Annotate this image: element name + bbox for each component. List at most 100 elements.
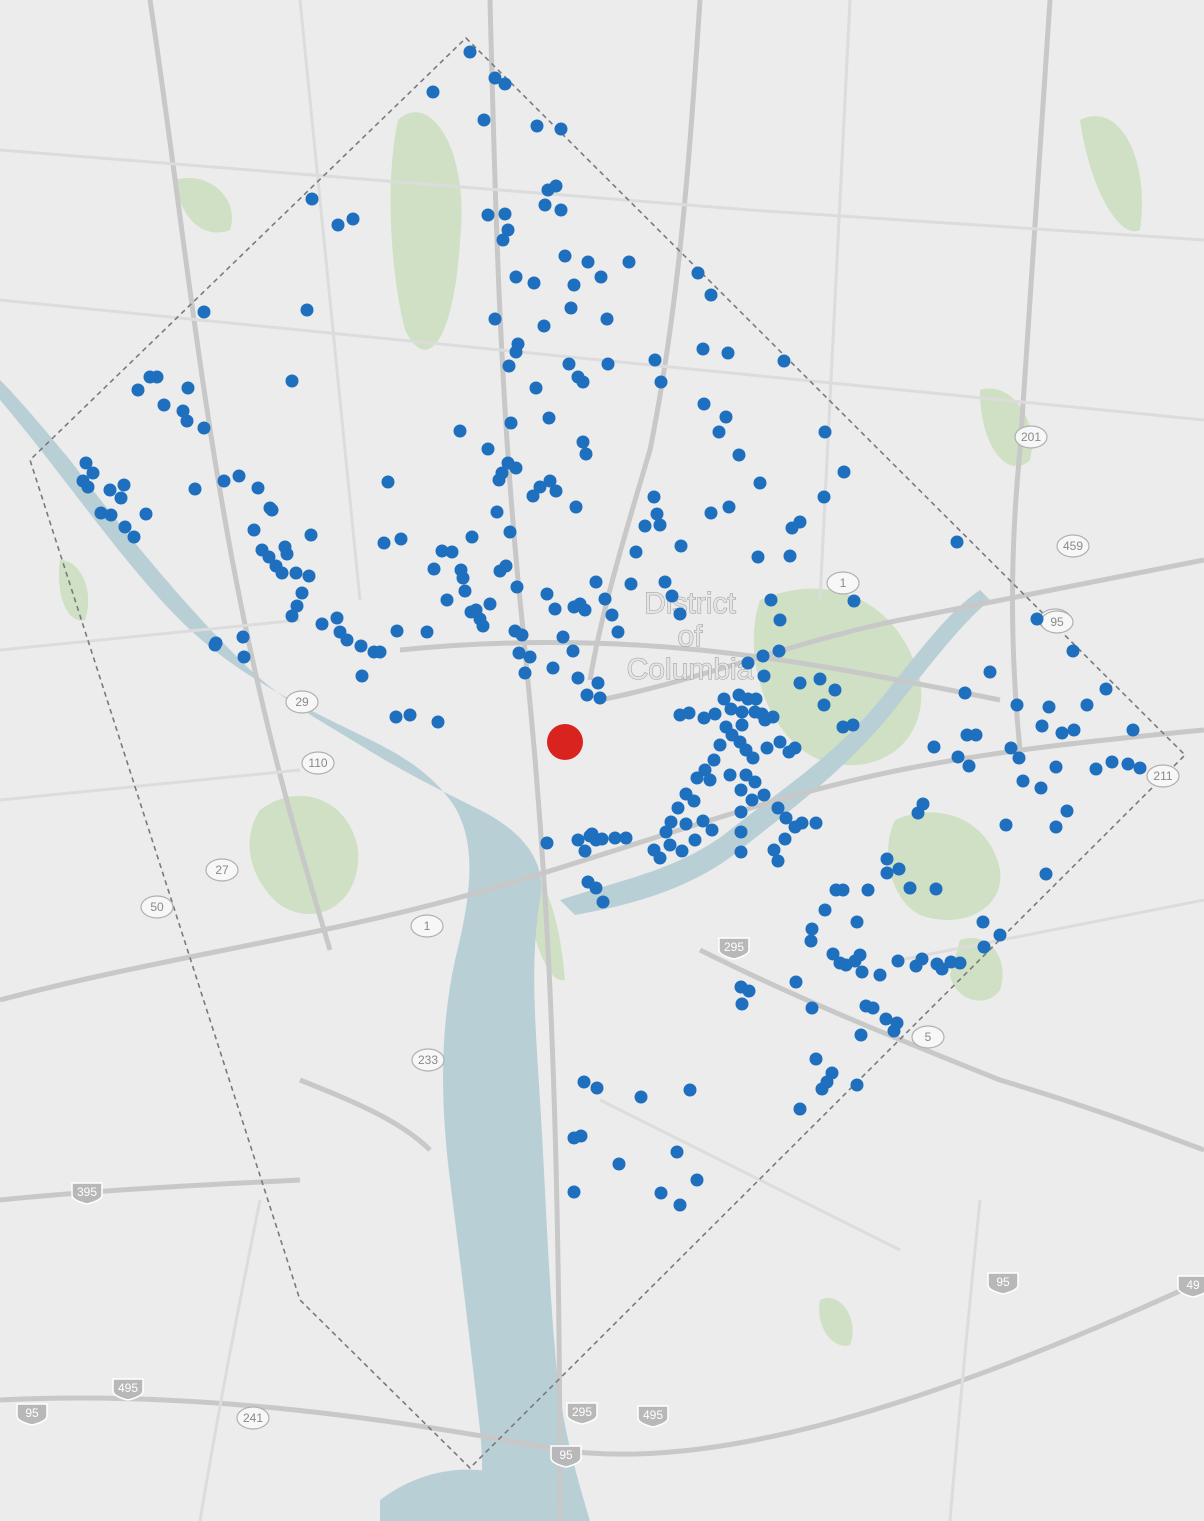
- point-marker[interactable]: [302, 569, 316, 583]
- point-marker[interactable]: [117, 478, 131, 492]
- point-marker[interactable]: [579, 447, 593, 461]
- point-marker[interactable]: [698, 763, 712, 777]
- point-marker[interactable]: [757, 669, 771, 683]
- point-marker[interactable]: [828, 683, 842, 697]
- point-marker[interactable]: [394, 532, 408, 546]
- point-marker[interactable]: [280, 547, 294, 561]
- point-marker[interactable]: [498, 207, 512, 221]
- point-marker[interactable]: [850, 1078, 864, 1092]
- point-marker[interactable]: [330, 611, 344, 625]
- point-marker[interactable]: [564, 301, 578, 315]
- point-marker[interactable]: [340, 633, 354, 647]
- point-marker[interactable]: [741, 656, 755, 670]
- point-marker[interactable]: [94, 506, 108, 520]
- point-marker[interactable]: [892, 862, 906, 876]
- point-marker[interactable]: [745, 793, 759, 807]
- point-marker[interactable]: [879, 1012, 893, 1026]
- point-marker[interactable]: [682, 706, 696, 720]
- point-marker[interactable]: [608, 831, 622, 845]
- point-marker[interactable]: [670, 1145, 684, 1159]
- point-marker[interactable]: [529, 381, 543, 395]
- point-marker[interactable]: [571, 671, 585, 685]
- point-marker[interactable]: [773, 613, 787, 627]
- point-marker[interactable]: [300, 303, 314, 317]
- point-marker[interactable]: [756, 649, 770, 663]
- point-marker[interactable]: [785, 521, 799, 535]
- point-marker[interactable]: [724, 702, 738, 716]
- point-marker[interactable]: [675, 844, 689, 858]
- point-marker[interactable]: [453, 424, 467, 438]
- point-marker[interactable]: [880, 866, 894, 880]
- point-marker[interactable]: [501, 223, 515, 237]
- point-marker[interactable]: [818, 903, 832, 917]
- point-marker[interactable]: [463, 45, 477, 59]
- point-marker[interactable]: [1004, 741, 1018, 755]
- point-marker[interactable]: [950, 535, 964, 549]
- point-marker[interactable]: [638, 519, 652, 533]
- point-marker[interactable]: [139, 507, 153, 521]
- point-marker[interactable]: [576, 375, 590, 389]
- point-marker[interactable]: [788, 741, 802, 755]
- point-marker[interactable]: [891, 954, 905, 968]
- point-marker[interactable]: [86, 466, 100, 480]
- point-marker[interactable]: [1067, 723, 1081, 737]
- highlighted-location-marker[interactable]: [547, 724, 583, 760]
- point-marker[interactable]: [290, 599, 304, 613]
- point-marker[interactable]: [377, 536, 391, 550]
- point-marker[interactable]: [1010, 698, 1024, 712]
- point-marker[interactable]: [734, 845, 748, 859]
- point-marker[interactable]: [837, 465, 851, 479]
- point-marker[interactable]: [953, 956, 967, 970]
- point-marker[interactable]: [103, 483, 117, 497]
- point-marker[interactable]: [809, 1052, 823, 1066]
- point-marker[interactable]: [265, 503, 279, 517]
- point-marker[interactable]: [735, 705, 749, 719]
- point-marker[interactable]: [789, 975, 803, 989]
- point-marker[interactable]: [315, 617, 329, 631]
- point-marker[interactable]: [295, 586, 309, 600]
- point-marker[interactable]: [927, 740, 941, 754]
- point-marker[interactable]: [1133, 761, 1147, 775]
- point-marker[interactable]: [1034, 781, 1048, 795]
- point-marker[interactable]: [510, 580, 524, 594]
- point-marker[interactable]: [958, 686, 972, 700]
- point-marker[interactable]: [571, 833, 585, 847]
- point-marker[interactable]: [509, 345, 523, 359]
- point-marker[interactable]: [498, 77, 512, 91]
- point-marker[interactable]: [654, 375, 668, 389]
- point-marker[interactable]: [197, 305, 211, 319]
- point-marker[interactable]: [593, 691, 607, 705]
- point-marker[interactable]: [648, 353, 662, 367]
- point-marker[interactable]: [515, 628, 529, 642]
- point-marker[interactable]: [813, 672, 827, 686]
- point-marker[interactable]: [976, 915, 990, 929]
- point-marker[interactable]: [696, 342, 710, 356]
- point-marker[interactable]: [556, 630, 570, 644]
- point-marker[interactable]: [305, 192, 319, 206]
- point-marker[interactable]: [576, 435, 590, 449]
- point-marker[interactable]: [659, 825, 673, 839]
- point-marker[interactable]: [751, 550, 765, 564]
- point-marker[interactable]: [1066, 644, 1080, 658]
- point-marker[interactable]: [346, 212, 360, 226]
- point-marker[interactable]: [509, 270, 523, 284]
- point-marker[interactable]: [777, 354, 791, 368]
- point-marker[interactable]: [389, 710, 403, 724]
- point-marker[interactable]: [518, 666, 532, 680]
- point-marker[interactable]: [483, 597, 497, 611]
- point-marker[interactable]: [526, 489, 540, 503]
- point-marker[interactable]: [262, 550, 276, 564]
- point-marker[interactable]: [673, 607, 687, 621]
- point-marker[interactable]: [665, 589, 679, 603]
- point-marker[interactable]: [578, 603, 592, 617]
- point-marker[interactable]: [836, 720, 850, 734]
- point-marker[interactable]: [772, 644, 786, 658]
- point-marker[interactable]: [188, 482, 202, 496]
- point-marker[interactable]: [1126, 723, 1140, 737]
- point-marker[interactable]: [1042, 700, 1056, 714]
- point-marker[interactable]: [887, 1024, 901, 1038]
- point-marker[interactable]: [778, 832, 792, 846]
- point-marker[interactable]: [818, 425, 832, 439]
- point-marker[interactable]: [488, 71, 502, 85]
- point-marker[interactable]: [673, 1198, 687, 1212]
